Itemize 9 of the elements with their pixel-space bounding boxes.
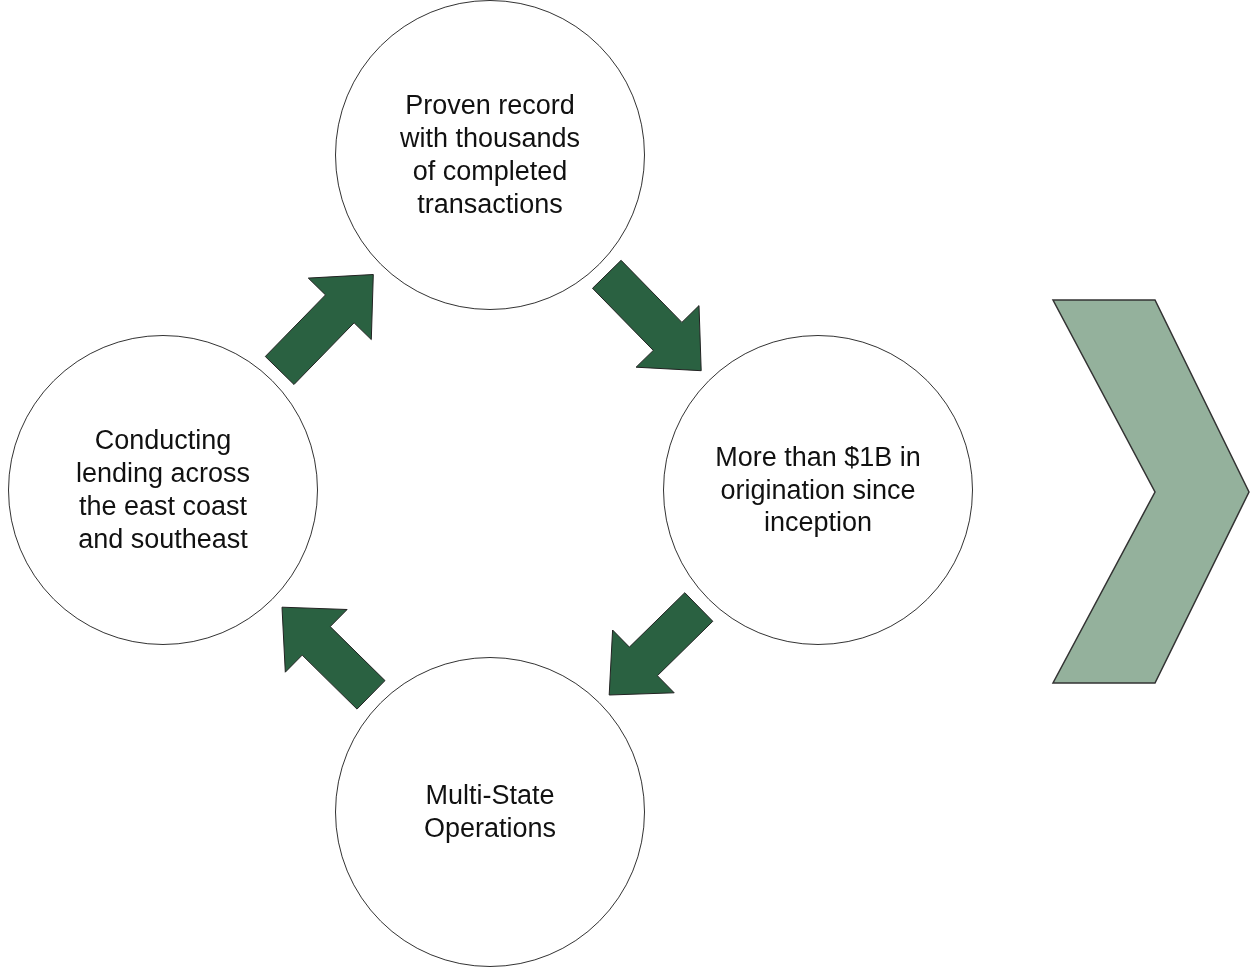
node-text: More than $1B in origination since inception [714, 440, 922, 540]
node-text: Conducting lending across the east coast and southeast [74, 424, 252, 556]
node-text: Proven record with thousands of completed transactions [398, 89, 582, 221]
block-arrow [264, 274, 374, 385]
chevron-shape [1051, 299, 1250, 684]
block-arrow [592, 259, 702, 372]
block-arrow [608, 592, 714, 696]
node-text: Multi-State Operations [422, 779, 558, 845]
block-arrow [281, 606, 386, 710]
